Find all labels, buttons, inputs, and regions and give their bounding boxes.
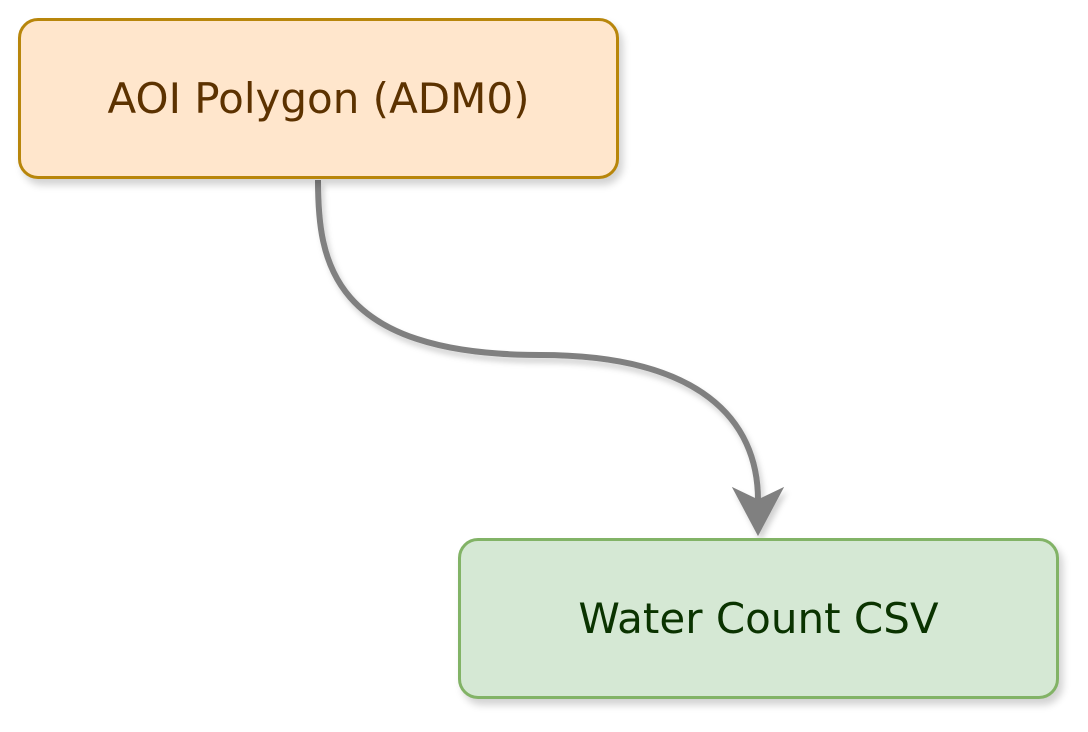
- node-aoi-polygon-label: AOI Polygon (ADM0): [107, 74, 530, 123]
- arrowhead-icon: [731, 486, 785, 537]
- edge-aoi-to-water: [315, 179, 761, 501]
- node-water-count-csv[interactable]: Water Count CSV: [458, 538, 1059, 699]
- node-water-count-csv-label: Water Count CSV: [578, 594, 939, 643]
- node-aoi-polygon[interactable]: AOI Polygon (ADM0): [18, 18, 619, 179]
